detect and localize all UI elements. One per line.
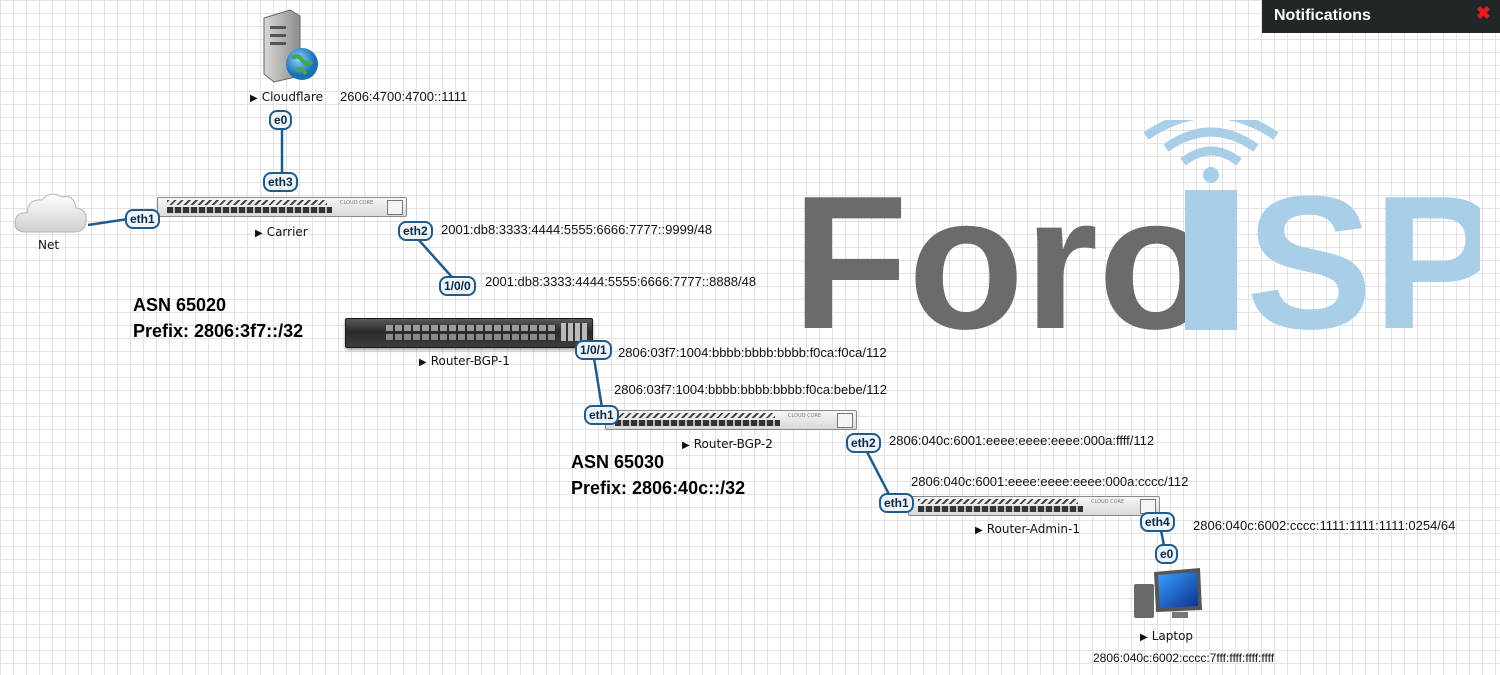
monitor-icon[interactable]: [1132, 566, 1204, 622]
switch-icon-admin1[interactable]: CLOUD CORE: [908, 496, 1160, 516]
notifications-panel: Notifications ✖: [1262, 0, 1500, 33]
router-icon-bgp1[interactable]: [345, 318, 593, 348]
bgp1-1-0-0-address: 2001:db8:3333:4444:5555:6666:7777::8888/…: [485, 274, 757, 289]
port-laptop-e0[interactable]: e0: [1155, 544, 1179, 564]
watermark-foro: Foro: [792, 157, 1214, 350]
link-bgp1-bgp2[interactable]: [592, 357, 605, 415]
port-admin1-eth4[interactable]: eth4: [1140, 512, 1175, 532]
node-label-router-bgp-1[interactable]: ▶Router-BGP-1: [419, 354, 510, 368]
port-admin1-eth1[interactable]: eth1: [879, 493, 914, 513]
close-icon[interactable]: ✖: [1475, 3, 1491, 23]
node-label-laptop[interactable]: ▶Laptop: [1140, 629, 1194, 643]
as1-asn: ASN 65020: [133, 295, 227, 315]
port-carrier-eth2[interactable]: eth2: [398, 221, 433, 241]
port-bgp2-eth2[interactable]: eth2: [846, 433, 881, 453]
switch-icon-bgp2[interactable]: CLOUD CORE: [605, 410, 857, 430]
cloud-icon[interactable]: [12, 188, 90, 238]
as1-prefix: Prefix: 2806:3f7::/32: [133, 321, 304, 341]
cloudflare-address: 2606:4700:4700::1111: [340, 89, 468, 104]
as2-asn: ASN 65030: [571, 452, 665, 472]
node-label-net[interactable]: Net: [38, 238, 60, 252]
foroisp-watermark: Foro SP: [792, 120, 1480, 350]
port-bgp1-1-0-0[interactable]: 1/0/0: [439, 276, 476, 296]
bgp2-eth1-address: 2806:03f7:1004:bbbb:bbbb:bbbb:f0ca:bebe/…: [614, 382, 888, 397]
as2-prefix: Prefix: 2806:40c::/32: [571, 478, 746, 498]
as2-info: ASN 65030 Prefix: 2806:40c::/32: [571, 449, 745, 501]
bgp2-eth2-address: 2806:040c:6001:eeee:eeee:eeee:000a:ffff/…: [889, 433, 1155, 448]
watermark-i-stem: [1185, 190, 1237, 330]
switch-icon-carrier[interactable]: CLOUD CORE: [157, 197, 407, 217]
server-globe-icon[interactable]: [256, 8, 322, 84]
port-carrier-eth1[interactable]: eth1: [125, 209, 160, 229]
link-net-carrier[interactable]: [87, 217, 129, 227]
port-cloudflare-e0[interactable]: e0: [269, 110, 293, 130]
admin1-eth1-address: 2806:040c:6001:eeee:eeee:eeee:000a:cccc/…: [911, 474, 1189, 489]
admin1-eth4-address: 2806:040c:6002:cccc:1111:1111:1111:0254/…: [1193, 518, 1456, 533]
laptop-address: 2806:040c:6002:cccc:7fff:ffff:ffff:ffff: [1093, 651, 1275, 665]
bgp1-1-0-1-address: 2806:03f7:1004:bbbb:bbbb:bbbb:f0ca:f0ca/…: [618, 345, 887, 360]
node-label-router-admin-1[interactable]: ▶Router-Admin-1: [975, 522, 1080, 536]
port-carrier-eth3[interactable]: eth3: [263, 172, 298, 192]
node-label-cloudflare[interactable]: ▶Cloudflare: [250, 90, 323, 104]
notifications-title: Notifications: [1274, 7, 1371, 24]
node-label-router-bgp-2[interactable]: ▶Router-BGP-2: [682, 437, 773, 451]
port-bgp2-eth1[interactable]: eth1: [584, 405, 619, 425]
port-bgp1-1-0-1[interactable]: 1/0/1: [575, 340, 612, 360]
as1-info: ASN 65020 Prefix: 2806:3f7::/32: [133, 292, 303, 344]
watermark-sp: SP: [1246, 157, 1480, 350]
carrier-eth2-address: 2001:db8:3333:4444:5555:6666:7777::9999/…: [441, 222, 713, 237]
node-label-carrier[interactable]: ▶Carrier: [255, 225, 308, 239]
